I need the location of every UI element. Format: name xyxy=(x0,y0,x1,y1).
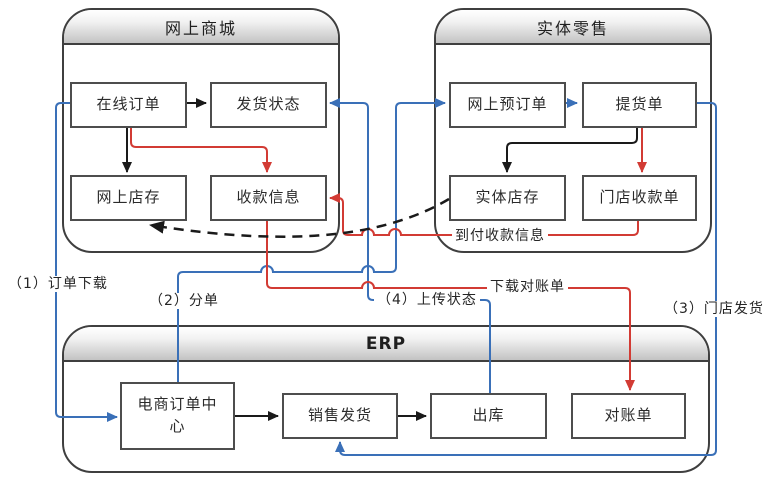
container-erp-title: ERP xyxy=(365,333,407,354)
node-statement: 对账单 xyxy=(571,393,686,439)
node-ship-status-label: 发货状态 xyxy=(236,95,301,114)
edge-dashed-store-to-online-inventory xyxy=(149,197,450,238)
node-online-preorder: 网上预订单 xyxy=(449,82,566,128)
node-ec-order-center: 电商订单中心 xyxy=(120,382,235,450)
edge-label-upload-status: （4）上传状态 xyxy=(374,292,480,309)
container-online-mall-header: 网上商城 xyxy=(64,10,338,45)
node-sales-delivery-label: 销售发货 xyxy=(307,406,372,425)
node-ship-status: 发货状态 xyxy=(210,82,327,128)
edge-download-statement xyxy=(266,221,635,391)
node-payment-info: 收款信息 xyxy=(210,175,327,221)
edge-label-store-delivery: （3）门店发货 xyxy=(661,301,767,318)
node-payment-info-label: 收款信息 xyxy=(236,188,301,207)
node-statement-label: 对账单 xyxy=(604,406,653,425)
node-store-receipt-label: 门店收款单 xyxy=(599,188,680,207)
edge-label-split-order: （2）分单 xyxy=(146,293,222,310)
node-pickup-slip: 提货单 xyxy=(582,82,697,128)
node-online-inventory-label: 网上店存 xyxy=(96,188,161,207)
edge-3-store-delivery xyxy=(335,102,717,456)
node-online-inventory: 网上店存 xyxy=(70,175,187,221)
edge-label-cod-payment-info: 到付收款信息 xyxy=(452,228,548,245)
edge-label-order-download: （1）订单下载 xyxy=(5,276,111,293)
edge-order-to-payment-info xyxy=(130,128,272,173)
container-erp-header: ERP xyxy=(64,327,708,362)
node-ec-order-center-label: 电商订单中心 xyxy=(137,395,218,435)
node-online-order: 在线订单 xyxy=(70,82,187,128)
node-store-receipt: 门店收款单 xyxy=(582,175,697,221)
node-sales-delivery: 销售发货 xyxy=(282,393,398,439)
container-physical-retail-title: 实体零售 xyxy=(536,18,609,38)
container-online-mall-title: 网上商城 xyxy=(164,18,237,38)
edge-4-upload-status xyxy=(329,98,491,393)
node-outbound: 出库 xyxy=(430,393,547,439)
node-store-inventory: 实体店存 xyxy=(449,175,566,221)
node-online-preorder-label: 网上预订单 xyxy=(467,95,548,114)
node-online-order-label: 在线订单 xyxy=(96,95,161,114)
node-pickup-slip-label: 提货单 xyxy=(615,95,664,114)
edge-label-download-statement: 下载对账单 xyxy=(487,279,568,296)
edge-2-split-order xyxy=(177,98,446,382)
node-store-inventory-label: 实体店存 xyxy=(475,188,540,207)
container-physical-retail-header: 实体零售 xyxy=(436,10,710,45)
node-outbound-label: 出库 xyxy=(472,406,505,425)
edge-1-order-download xyxy=(55,102,118,422)
edge-pickup-to-store-inventory xyxy=(502,128,638,173)
